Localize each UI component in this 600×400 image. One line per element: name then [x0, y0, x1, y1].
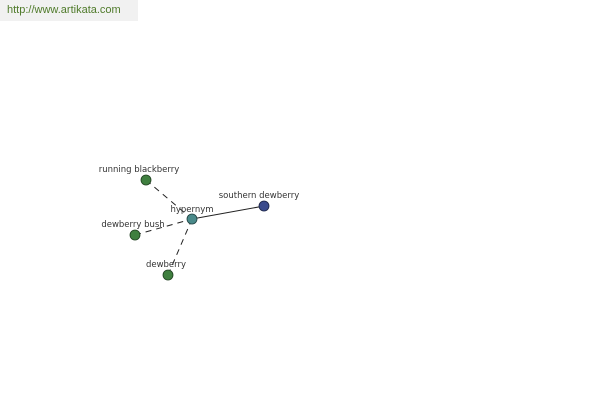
url-bar: http://www.artikata.com	[0, 0, 138, 21]
edge-dewberry-bush	[134, 218, 193, 236]
node-dewberry-bush[interactable]	[129, 229, 141, 241]
site-url-link[interactable]: http://www.artikata.com	[7, 4, 121, 16]
label-dewberry-bush: dewberry bush	[101, 220, 164, 230]
node-southern-dewberry[interactable]	[258, 200, 270, 212]
label-running-blackberry: running blackberry	[99, 165, 180, 175]
label-dewberry: dewberry	[146, 260, 186, 270]
node-running-blackberry[interactable]	[140, 174, 152, 186]
label-hypernym: hypernym	[170, 205, 213, 215]
label-southern-dewberry: southern dewberry	[219, 191, 299, 201]
edge-southern-dewberry	[191, 205, 265, 220]
node-hypernym[interactable]	[186, 213, 198, 225]
node-dewberry[interactable]	[162, 269, 174, 281]
